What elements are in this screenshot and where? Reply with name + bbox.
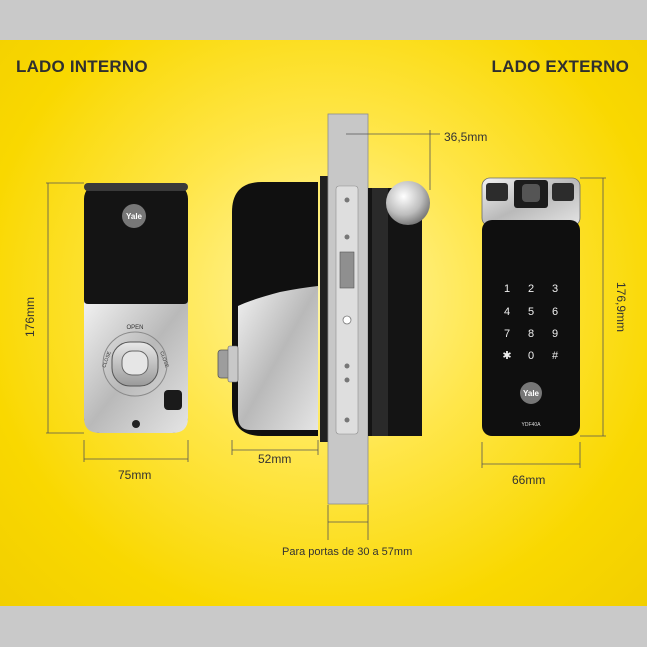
keypad-key-8: 8: [528, 328, 534, 340]
keypad-key-7: 7: [504, 328, 510, 340]
keypad-key-9: 9: [552, 328, 558, 340]
keypad-key-hash: #: [552, 350, 559, 362]
svg-text:YDF40A: YDF40A: [522, 422, 542, 428]
keypad-key-0: 0: [528, 350, 534, 362]
exterior-dimension-lines: [481, 177, 606, 468]
keypad-key-5: 5: [528, 306, 534, 318]
keypad-key-4: 4: [504, 306, 510, 318]
keypad-key-6: 6: [552, 306, 558, 318]
keypad-key-2: 2: [528, 283, 534, 295]
svg-text:Yale: Yale: [523, 389, 540, 398]
dimension-interior-width: 75mm: [118, 468, 152, 482]
door-thickness-note: Para portas de 30 a 57mm: [282, 546, 413, 558]
keypad: 1 2 3 4 5 6 7 8 9 ✱ 0 #: [502, 283, 559, 362]
svg-text:OPEN: OPEN: [126, 325, 143, 331]
side-view-lock: [217, 113, 430, 505]
dimension-latch-offset: 36,5mm: [444, 130, 488, 144]
heading-exterior-side: LADO EXTERNO: [491, 57, 629, 76]
yale-logo-interior: [122, 204, 146, 228]
dimension-exterior-width: 66mm: [512, 473, 546, 487]
side-metal-shell: [238, 286, 318, 430]
interior-lock: Yale OPEN CLOSE CLOSE: [84, 183, 188, 433]
keypad-key-1: 1: [504, 283, 510, 295]
side-dimension-lines: [231, 130, 440, 540]
exterior-lock: Yale YDF40A: [481, 177, 581, 436]
yale-logo-exterior: [520, 382, 542, 404]
mortise-faceplate: [335, 185, 359, 435]
keypad-key-3: 3: [552, 283, 558, 295]
dimension-exterior-height: 176,9mm: [614, 281, 629, 333]
thumbturn-ring: [102, 331, 168, 397]
dimension-interior-height: 176mm: [23, 296, 38, 338]
svg-text:CLOSE: CLOSE: [101, 350, 113, 369]
dimension-side-depth: 52mm: [258, 452, 292, 466]
heading-interior-side: LADO INTERNO: [16, 57, 148, 76]
battery-icon: [164, 390, 182, 410]
interior-dimension-lines: [46, 182, 189, 462]
svg-text:Yale: Yale: [126, 212, 143, 221]
svg-text:CLOSE: CLOSE: [158, 351, 170, 370]
exterior-keypad-panel: [482, 220, 580, 436]
latch-bolt: [339, 251, 355, 289]
keypad-key-star: ✱: [502, 350, 511, 362]
keyhole-icon: [132, 420, 140, 428]
side-fingerprint-handle: [386, 181, 430, 225]
